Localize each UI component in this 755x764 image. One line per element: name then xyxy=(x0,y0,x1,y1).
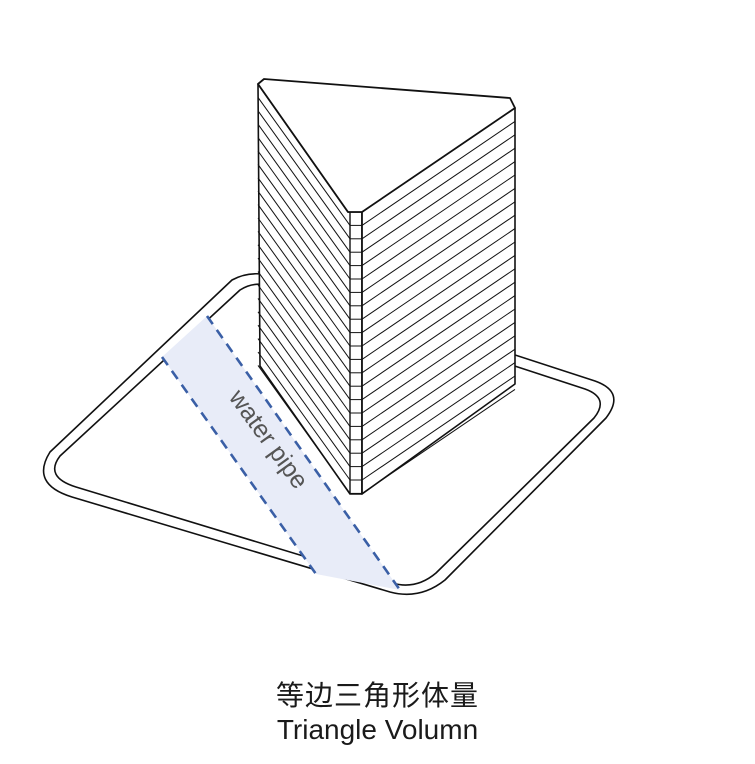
tower-floor-line-left xyxy=(257,284,351,414)
tower-floor-line-right xyxy=(361,254,516,360)
tower-floor-line-right xyxy=(361,375,516,481)
tower-floor-line-left xyxy=(257,97,351,226)
tower-floor-line-left xyxy=(257,190,351,320)
tower-floor-line-left xyxy=(257,324,351,454)
water-pipe-band xyxy=(162,316,400,590)
tower-floor-line-right xyxy=(361,214,516,320)
tower-floor-line-left xyxy=(257,244,351,374)
tower-floor-line-left xyxy=(257,123,351,253)
tower-floor-line-right xyxy=(361,120,516,226)
tower-floor-lines xyxy=(257,97,516,494)
tower-floor-line-right xyxy=(361,308,516,414)
triangle-tower xyxy=(257,78,516,495)
tower-floor-line-left xyxy=(257,204,351,333)
tower-floor-line-left xyxy=(257,231,351,360)
water-pipe-edge-right xyxy=(205,315,402,591)
tower-floor-line-left xyxy=(257,150,351,280)
tower-floor-line-left xyxy=(257,338,351,467)
tower-floor-line-left xyxy=(257,298,351,427)
tower-floor-line-left xyxy=(257,311,351,441)
tower-floor-line-left xyxy=(257,271,351,400)
tower-floor-line-right xyxy=(361,187,516,293)
tower-floor-line-left xyxy=(257,365,351,494)
tower-floor-line-right xyxy=(361,362,516,468)
caption-english: Triangle Volumn xyxy=(276,714,479,745)
caption-chinese: 等边三角形体量 xyxy=(275,679,479,712)
tower-floor-line-left xyxy=(257,164,351,293)
tower-floor-line-left xyxy=(257,137,351,266)
tower-floor-line-right xyxy=(361,388,516,494)
tower-floor-line-left xyxy=(257,351,351,481)
tower-floor-line-right xyxy=(361,268,516,374)
tower-floor-line-right xyxy=(361,147,516,253)
water-pipe-edge-left xyxy=(160,356,318,575)
tower-floor-line-left xyxy=(257,110,351,240)
tower-floor-line-right xyxy=(361,241,516,347)
tower-floor-line-left xyxy=(257,217,351,347)
tower-floor-line-right xyxy=(361,134,516,240)
tower-floor-line-right xyxy=(361,335,516,441)
tower-floor-line-right xyxy=(361,348,516,454)
tower-floor-line-right xyxy=(361,295,516,401)
tower-floor-line-right xyxy=(361,228,516,334)
tower-floor-line-right xyxy=(361,174,516,280)
tower-floor-line-right xyxy=(361,281,516,387)
tower-floor-line-right xyxy=(361,201,516,307)
tower-floor-line-left xyxy=(257,177,351,307)
tower-floor-line-left xyxy=(257,257,351,387)
tower-floor-line-right xyxy=(361,161,516,267)
tower-floor-line-right xyxy=(361,321,516,427)
